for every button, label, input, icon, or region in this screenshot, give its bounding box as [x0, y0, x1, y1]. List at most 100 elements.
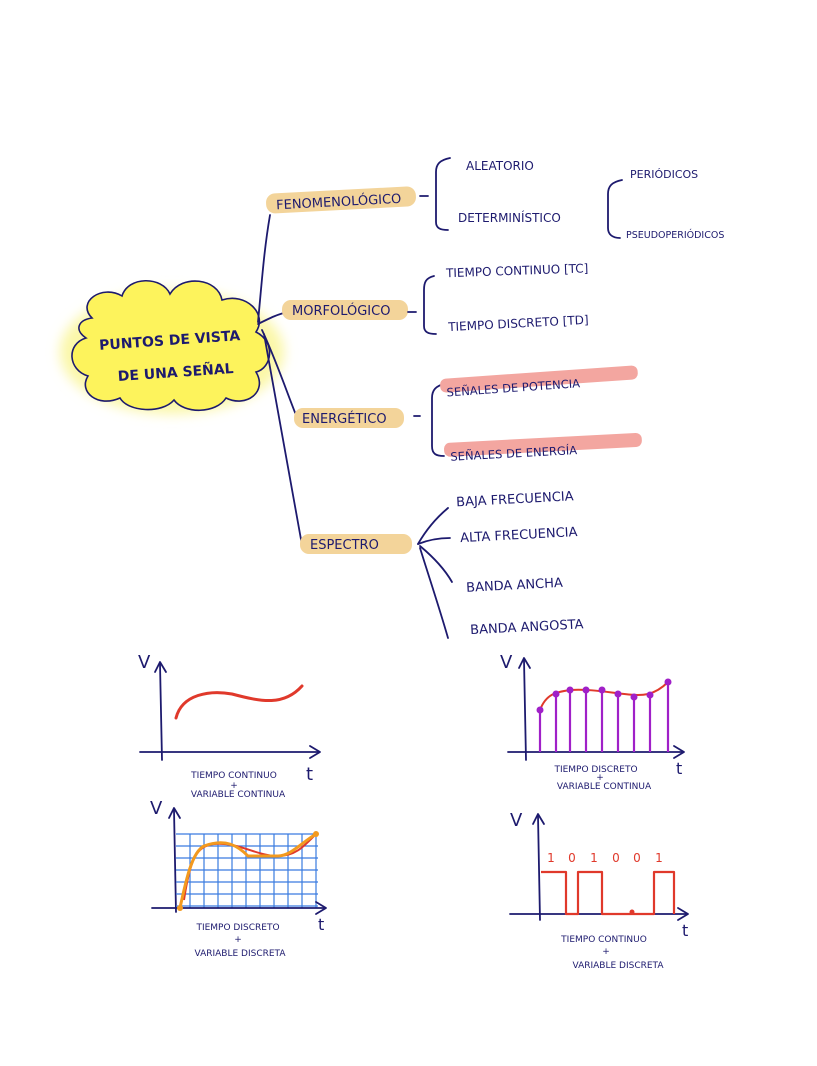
plot2-sample-dot — [598, 686, 606, 694]
plot-tiempo-discreto-variable-discreta: V t TIEMPO DISCRETO + VARIABLE DISCRETA — [150, 798, 327, 959]
plot2-y-axis — [523, 659, 527, 761]
label-baja-frecuencia: BAJA FRECUENCIA — [456, 489, 574, 510]
plot3-y-axis-label: V — [150, 798, 163, 819]
plot3-y-axis — [173, 809, 177, 913]
plot4-x-axis-label: t — [682, 921, 688, 940]
label-periodicos: PERIÓDICOS — [630, 168, 698, 181]
label-tiempo-continuo: TIEMPO CONTINUO [TC] — [445, 261, 589, 280]
plot2-sample-dot — [552, 690, 560, 698]
highlight-morfologico — [282, 300, 408, 320]
label-espectro: ESPECTRO — [310, 538, 379, 553]
plot4-bit-5: 1 — [655, 851, 663, 865]
label-pseudoperiodicos: PSEUDOPERIÓDICOS — [626, 229, 724, 241]
plot3-caption-plus: + — [234, 935, 242, 945]
highlight-energetico — [294, 408, 404, 428]
plot1-x-arrow — [309, 745, 321, 759]
plot3-caption-line1: TIEMPO DISCRETO — [195, 923, 279, 933]
plot4-bit-3: 0 — [612, 851, 620, 865]
root-cloud: PUNTOS DE VISTA DE UNA SEÑAL — [60, 280, 284, 414]
branch-baja-frecuencia — [417, 507, 449, 545]
plot3-y-arrow — [168, 807, 181, 819]
plot4-bit-2: 1 — [590, 851, 598, 865]
plot2-caption-line2: VARIABLE CONTINUA — [557, 782, 652, 792]
plot2-sample-dot — [614, 690, 622, 698]
branch-line-energetico — [261, 329, 297, 416]
plot4-bit-4: 0 — [633, 851, 641, 865]
plot4-bit-1: 0 — [568, 851, 576, 865]
plot-tiempo-continuo-variable-continua: V t TIEMPO CONTINUO + VARIABLE CONTINUA — [138, 652, 321, 800]
branch-alta-frecuencia — [417, 537, 451, 545]
plot2-y-axis-label: V — [500, 652, 513, 673]
plot3-grid — [176, 833, 318, 908]
plot2-sample-dots — [536, 678, 672, 714]
plot4-y-axis-label: V — [510, 810, 523, 831]
category-espectro: ESPECTRO BAJA FRECUENCIA ALTA FRECUENCIA… — [300, 489, 584, 639]
label-banda-ancha: BANDA ANCHA — [466, 576, 563, 596]
plot4-caption-plus: + — [602, 947, 610, 957]
highlight-espectro — [300, 534, 412, 554]
category-energetico: ENERGÉTICO SEÑALES DE POTENCIA SEÑALES D… — [294, 365, 642, 464]
plot3-x-axis-label: t — [318, 915, 324, 934]
plot2-caption-plus: + — [596, 773, 604, 783]
plot1-caption-line2: VARIABLE CONTINUA — [191, 790, 286, 800]
plot4-x-arrow — [677, 907, 689, 921]
plot4-caption-line1: TIEMPO CONTINUO — [560, 935, 647, 945]
cloud-shape — [71, 280, 271, 411]
label-energetico: ENERGÉTICO — [302, 411, 387, 427]
plot4-y-axis — [537, 815, 541, 921]
label-alta-frecuencia: ALTA FRECUENCIA — [460, 525, 578, 546]
bracket-energetico — [431, 383, 445, 457]
plot2-y-arrow — [518, 657, 531, 669]
plot1-caption-line1: TIEMPO CONTINUO — [190, 771, 277, 781]
label-aleatorio: ALEATORIO — [466, 159, 534, 173]
plot2-stems — [538, 682, 670, 752]
highlight-senales-potencia — [440, 365, 638, 393]
plot-tiempo-discreto-variable-continua: V t TIEMPO DISCRETO + VARIABLE CONTINUA — [500, 652, 685, 792]
plot2-sample-dot — [566, 686, 574, 694]
plot3-start-dot — [177, 905, 183, 911]
plot2-caption-line1: TIEMPO DISCRETO — [553, 765, 637, 775]
plot3-x-arrow — [315, 901, 327, 915]
branch-line-fenomenologico — [257, 214, 271, 323]
main-branches — [257, 214, 303, 546]
branch-banda-ancha — [419, 545, 453, 583]
plot2-sample-dot — [646, 691, 654, 699]
plot1-caption-plus: + — [230, 781, 238, 791]
plot2-sample-dot — [536, 706, 544, 714]
plot1-y-arrow — [154, 661, 167, 673]
label-morfologico: MORFOLÓGICO — [292, 303, 390, 319]
branch-banda-angosta — [419, 547, 449, 639]
branch-line-espectro — [263, 333, 303, 546]
plot-tiempo-continuo-variable-discreta: V t 1 0 1 0 0 1 TIEMPO CONTINUO + VARIAB… — [509, 810, 689, 971]
bracket-morfologico — [423, 275, 437, 335]
plot1-x-axis-label: t — [306, 764, 313, 785]
plot2-sample-dot — [630, 693, 638, 701]
plot1-signal-curve — [174, 684, 304, 720]
category-fenomenologico: FENOMENOLÓGICO ALEATORIO DETERMINÍSTICO … — [266, 157, 724, 241]
highlight-senales-energia — [444, 432, 642, 457]
plot3-quantized-curve — [178, 832, 318, 910]
plot2-x-arrow — [673, 745, 685, 759]
highlight-fenomenologico — [266, 186, 416, 214]
plot4-bit-0: 1 — [547, 851, 555, 865]
plot1-y-axis — [159, 663, 163, 761]
plot1-y-axis-label: V — [138, 652, 151, 673]
label-banda-angosta: BANDA ANGOSTA — [470, 617, 584, 638]
label-senales-energia: SEÑALES DE ENERGÍA — [450, 442, 577, 464]
plot2-x-axis-label: t — [676, 759, 682, 778]
plot3-end-dot — [313, 831, 319, 837]
label-fenomenologico: FENOMENOLÓGICO — [276, 191, 402, 214]
plot4-y-arrow — [532, 813, 545, 825]
label-tiempo-discreto: TIEMPO DISCRETO [TD] — [447, 313, 589, 334]
category-morfologico: MORFOLÓGICO TIEMPO CONTINUO [TC] TIEMPO … — [282, 261, 589, 335]
plot4-red-dot — [629, 909, 635, 915]
plot4-caption-line2: VARIABLE DISCRETA — [572, 961, 664, 971]
plot4-pulse-train — [541, 870, 676, 916]
plot2-sample-dot — [664, 678, 672, 686]
plot3-caption-line2: VARIABLE DISCRETA — [194, 949, 286, 959]
label-deterministico: DETERMINÍSTICO — [458, 210, 561, 225]
bracket-deterministico — [607, 179, 623, 239]
bracket-fenomenologico — [435, 157, 451, 231]
plot2-sample-dot — [582, 686, 590, 694]
